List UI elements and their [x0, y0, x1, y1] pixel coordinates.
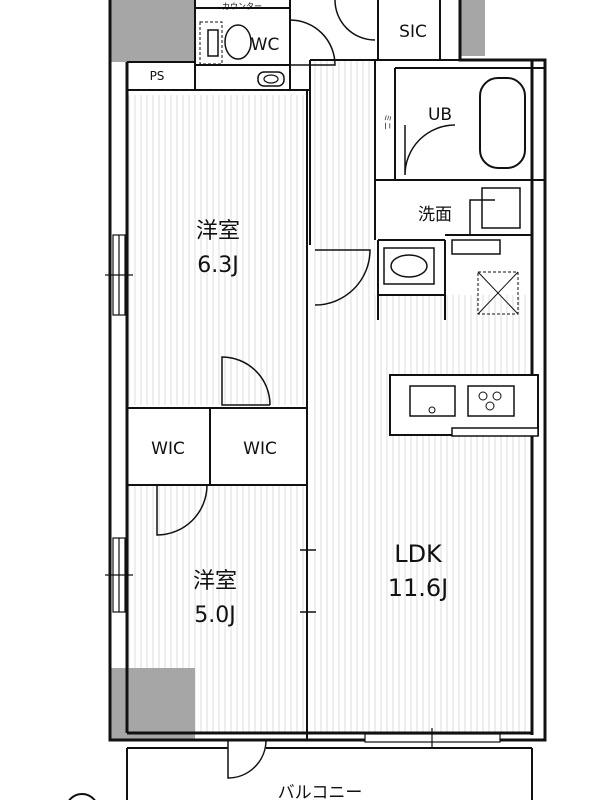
room-label-washroom: 洗面 — [418, 205, 452, 225]
room-label-ub: UB — [428, 105, 452, 125]
sliding-partitions — [300, 549, 316, 613]
structural-columns — [110, 0, 485, 740]
fridge-space — [477, 271, 519, 315]
washer-pan-icon — [481, 187, 521, 229]
room-label-wc: WC — [251, 35, 280, 55]
room-label-sic: SIC — [399, 22, 427, 42]
room-label-ps: PS — [150, 69, 165, 83]
balcony-outline — [126, 747, 533, 800]
wash-basin-icon — [383, 247, 435, 285]
kitchen-counter — [389, 374, 539, 437]
room-label-bedroom-2: 洋室 — [193, 569, 237, 594]
room-size-ldk: 11.6J — [388, 574, 449, 602]
room-label-balcony: バルコニー — [278, 783, 363, 800]
room-size-bedroom-2: 5.0J — [194, 603, 235, 628]
doors — [156, 0, 495, 779]
compass-icon — [68, 793, 96, 800]
toilet-icon — [199, 21, 285, 87]
cooktop-icon — [467, 385, 515, 417]
room-label-storage: ミニ — [383, 114, 392, 130]
room-size-bedroom-1: 6.3J — [197, 253, 238, 278]
floor-fills — [127, 60, 532, 733]
room-label-counter: カウンター — [222, 2, 262, 11]
windows — [105, 234, 501, 748]
interior-walls — [127, 0, 545, 740]
room-label-wic-1: WIC — [151, 439, 185, 459]
sink-icon — [409, 385, 456, 417]
room-label-ldk: LDK — [394, 540, 443, 568]
bathtub-icon — [479, 77, 526, 169]
bath-fixtures — [383, 77, 526, 285]
room-label-bedroom-1: 洋室 — [196, 219, 240, 244]
room-label-wic-2: WIC — [243, 439, 277, 459]
